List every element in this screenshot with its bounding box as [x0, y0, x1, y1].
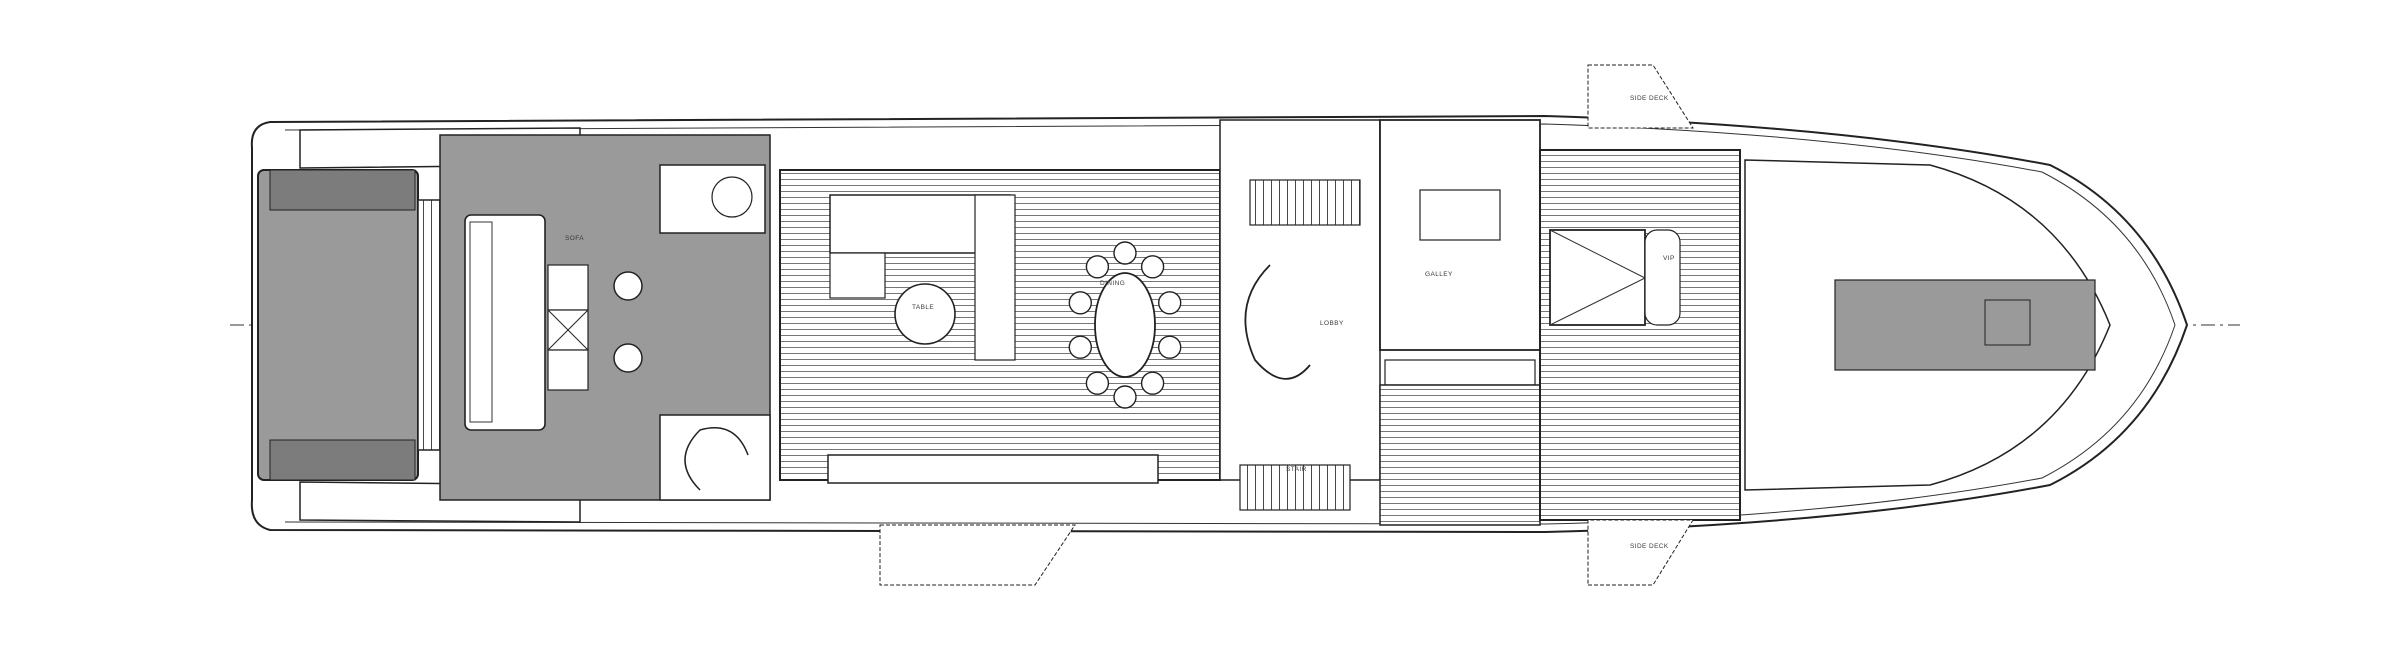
dining-chair — [1157, 335, 1182, 359]
label-crew-stair: STAIR — [1286, 466, 1307, 473]
vip-cabin — [1539, 149, 1741, 521]
dining-chair — [1085, 255, 1110, 279]
aft-sunpad-top — [269, 169, 416, 211]
dining-chair — [1140, 371, 1165, 395]
aft-table-cross-2 — [547, 309, 589, 351]
dining-chair — [1068, 335, 1093, 359]
salon-port-bar — [827, 454, 1159, 484]
vip-nightstand — [1644, 229, 1681, 326]
aft-stool-2 — [613, 343, 643, 373]
dining-chair — [1085, 371, 1110, 395]
dining-chair — [1157, 291, 1182, 315]
port-spiral-stair — [684, 427, 749, 491]
label-lobby: LOBBY — [1320, 320, 1344, 327]
port-stair-box — [659, 414, 771, 501]
aft-sunpad — [257, 169, 419, 481]
dining-chairs — [1068, 241, 1182, 409]
port-passerelle — [879, 524, 1076, 586]
salon-side-unit — [974, 194, 1016, 361]
dining-chair — [1140, 255, 1165, 279]
dining-table — [1094, 272, 1156, 378]
salon-stbd-cabinet — [829, 252, 886, 299]
galley-appliance-row — [1384, 359, 1536, 386]
label-fwd-port: SIDE DECK — [1630, 543, 1669, 550]
foredeck-hatch — [1984, 299, 2031, 346]
label-galley: GALLEY — [1425, 271, 1453, 278]
hull-inner-line — [284, 123, 2176, 525]
label-fwd-stbd: SIDE DECK — [1630, 95, 1669, 102]
lobby-upper-stair — [1249, 179, 1361, 226]
aft-table-3 — [547, 349, 589, 391]
stbd-boarding-platform — [1587, 64, 1694, 129]
lobby-spiral-stair — [1244, 264, 1311, 380]
stbd-stair-wheel — [711, 176, 753, 218]
salon-round-table — [894, 283, 956, 345]
port-boarding-platform — [1587, 519, 1694, 586]
label-aft-sofa: SOFA — [565, 235, 584, 242]
foredeck-center-strip — [1834, 279, 2096, 371]
aft-sunpad-bottom — [269, 439, 416, 481]
vip-bed-fold-2 — [1549, 277, 1646, 326]
label-salon-table: TABLE — [912, 304, 934, 311]
label-dining: DINING — [1100, 280, 1125, 287]
aft-sofa-back — [469, 221, 493, 423]
vip-bed-fold-1 — [1549, 229, 1646, 279]
aft-stool-1 — [613, 271, 643, 301]
vip-bed — [1549, 229, 1646, 326]
dining-chair — [1113, 241, 1137, 265]
crew-deck — [1379, 384, 1541, 526]
dining-chair — [1113, 385, 1137, 409]
label-vip: VIP — [1663, 255, 1675, 262]
lobby-area — [1219, 119, 1381, 481]
dining-chair — [1068, 291, 1093, 315]
crew-stair — [1239, 464, 1351, 511]
aft-table-1 — [547, 264, 589, 311]
galley-counter — [1419, 189, 1501, 241]
